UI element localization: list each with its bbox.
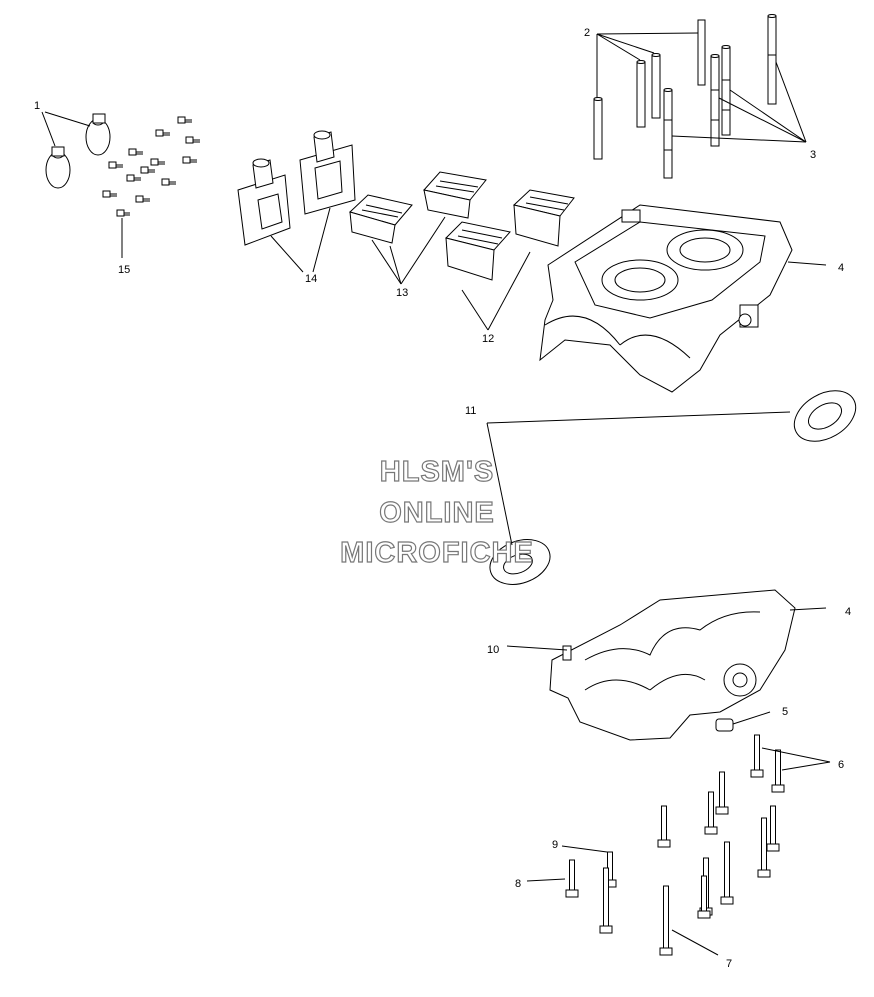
crankcase-bolts — [526, 734, 831, 956]
callout-2: 2 — [584, 27, 590, 39]
hose-clamps — [41, 111, 111, 189]
reed-valves-13 — [349, 171, 487, 285]
studs — [593, 14, 807, 179]
reed-valves-12 — [445, 189, 575, 331]
callout-4-lower: 4 — [845, 606, 851, 618]
callout-4-upper: 4 — [838, 262, 844, 274]
upper-crankcase — [539, 204, 827, 393]
crankshaft-seals — [486, 390, 857, 585]
callout-labels: 1 2 3 4 4 5 6 7 8 9 10 11 12 13 14 15 — [34, 27, 851, 970]
callout-7: 7 — [726, 958, 732, 970]
callout-12: 12 — [482, 333, 494, 345]
plug — [715, 711, 771, 732]
callout-1: 1 — [34, 100, 40, 112]
lower-crankcase — [506, 589, 827, 741]
callout-8: 8 — [515, 878, 521, 890]
callout-11: 11 — [465, 405, 476, 417]
watermark: HLSM'S ONLINE MICROFICHE — [340, 455, 534, 569]
small-screws — [102, 116, 200, 258]
intake-adapters — [237, 130, 356, 273]
callout-10: 10 — [487, 644, 499, 656]
callout-14: 14 — [305, 273, 317, 285]
callout-6: 6 — [838, 759, 844, 771]
callout-9: 9 — [552, 839, 558, 851]
callout-3: 3 — [810, 149, 816, 161]
watermark-line-1: HLSM'S — [380, 456, 494, 488]
callout-5: 5 — [782, 706, 788, 718]
watermark-line-2: ONLINE — [379, 497, 495, 529]
callout-13: 13 — [396, 287, 408, 299]
callout-15: 15 — [118, 264, 130, 276]
watermark-line-3: MICROFICHE — [340, 537, 534, 569]
